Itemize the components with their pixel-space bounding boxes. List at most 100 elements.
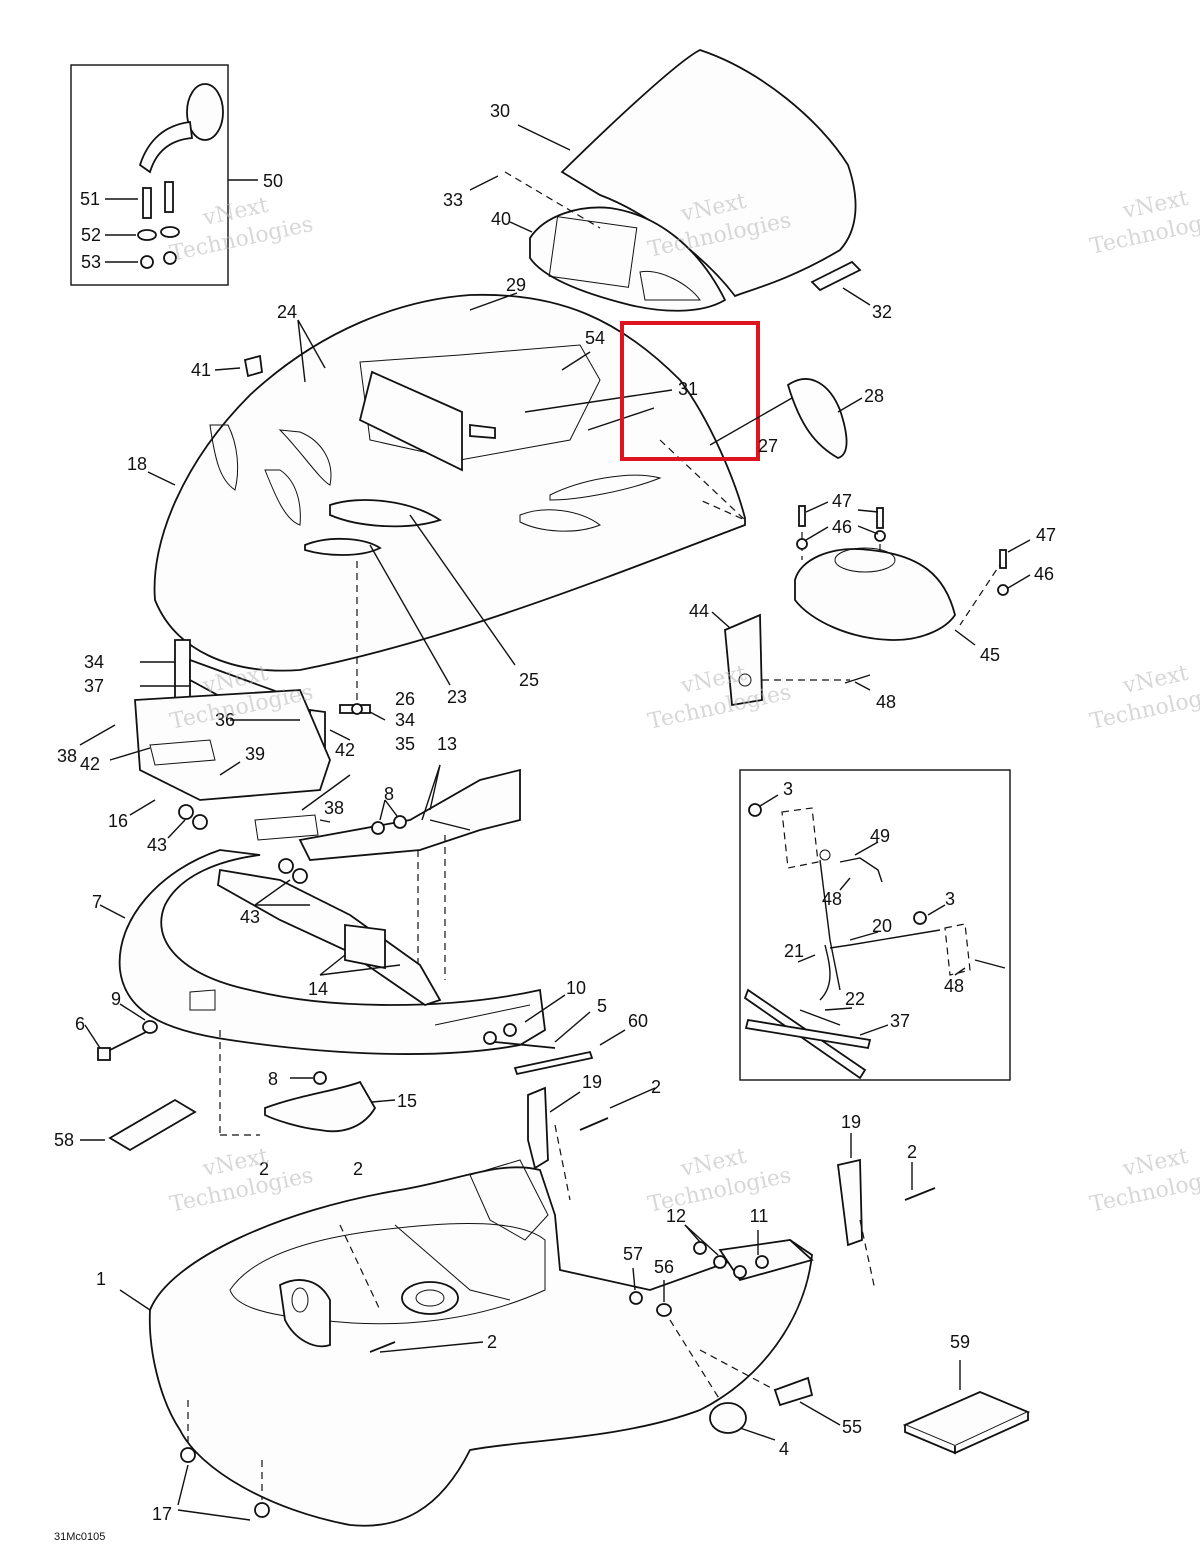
callout-40: 40	[491, 209, 511, 229]
callout-20: 20	[872, 916, 892, 936]
callout-10: 10	[566, 978, 586, 998]
callout-25: 25	[519, 670, 539, 690]
hood-leaders	[214, 292, 673, 700]
bottom-pan	[119, 1159, 813, 1527]
callout-54: 54	[585, 328, 605, 348]
callout-29: 29	[506, 275, 526, 295]
brackets-19	[527, 1086, 936, 1291]
callout-49: 49	[870, 826, 890, 846]
callout-37: 37	[890, 1011, 910, 1031]
callout-12: 12	[666, 1206, 686, 1226]
callout-47: 47	[832, 491, 852, 511]
bumper-hardware	[84, 994, 626, 1076]
callout-14: 14	[308, 979, 328, 999]
callout-3: 3	[783, 779, 793, 799]
callout-33: 33	[443, 190, 463, 210]
callout-9: 9	[111, 989, 121, 1009]
callout-26: 26	[395, 689, 415, 709]
callout-48: 48	[944, 976, 964, 996]
callout-21: 21	[784, 941, 804, 961]
callout-45: 45	[980, 645, 1000, 665]
hinge-assembly	[79, 639, 386, 841]
callout-38: 38	[57, 746, 77, 766]
callout-30: 30	[490, 101, 510, 121]
callout-2: 2	[651, 1077, 661, 1097]
callout-47: 47	[1036, 525, 1056, 545]
callout-42: 42	[80, 754, 100, 774]
callout-7: 7	[92, 892, 102, 912]
side-panel	[709, 378, 863, 459]
callout-46: 46	[832, 517, 852, 537]
highlight-box	[620, 321, 760, 461]
callout-43: 43	[240, 907, 260, 927]
callout-1: 1	[96, 1269, 106, 1289]
headlight-housing	[794, 501, 1031, 646]
windshield	[517, 49, 857, 298]
callout-35: 35	[395, 734, 415, 754]
callout-60: 60	[628, 1011, 648, 1031]
rear-hardware	[629, 1224, 841, 1441]
callout-56: 56	[654, 1257, 674, 1277]
callout-38: 38	[324, 798, 344, 818]
callout-50: 50	[263, 171, 283, 191]
bracket-15	[80, 1030, 396, 1152]
callout-18: 18	[127, 454, 147, 474]
cover-plate	[902, 1360, 1031, 1455]
console	[469, 171, 727, 312]
callout-27: 27	[758, 436, 778, 456]
callout-46: 46	[1034, 564, 1054, 584]
callout-59: 59	[950, 1332, 970, 1352]
callout-2: 2	[487, 1332, 497, 1352]
callout-24: 24	[277, 302, 297, 322]
callout-48: 48	[876, 692, 896, 712]
hood	[147, 293, 746, 672]
cable-inset	[739, 769, 1011, 1081]
callout-15: 15	[397, 1091, 417, 1111]
callout-39: 39	[245, 744, 265, 764]
skid-bar	[217, 858, 442, 1006]
mirror-inset	[70, 64, 258, 286]
callout-57: 57	[623, 1244, 643, 1264]
callout-4: 4	[779, 1439, 789, 1459]
callout-6: 6	[75, 1014, 85, 1034]
bracket-44	[711, 611, 871, 707]
callout-2: 2	[907, 1142, 917, 1162]
callout-3: 3	[945, 889, 955, 909]
callout-22: 22	[845, 989, 865, 1009]
callout-36: 36	[215, 710, 235, 730]
callout-51: 51	[80, 189, 100, 209]
callout-19: 19	[841, 1112, 861, 1132]
callout-37: 37	[84, 676, 104, 696]
callout-8: 8	[384, 784, 394, 804]
callout-23: 23	[447, 687, 467, 707]
callout-16: 16	[108, 811, 128, 831]
callout-53: 53	[81, 252, 101, 272]
callout-43: 43	[147, 835, 167, 855]
callout-34: 34	[395, 710, 415, 730]
callout-28: 28	[864, 386, 884, 406]
callout-5: 5	[597, 996, 607, 1016]
callout-48: 48	[822, 889, 842, 909]
callout-8: 8	[268, 1069, 278, 1089]
callout-32: 32	[872, 302, 892, 322]
nose-plate	[298, 764, 521, 1000]
latch-32	[810, 260, 871, 306]
diagram-code: 31Mc0105	[54, 1531, 105, 1543]
callout-17: 17	[152, 1504, 172, 1524]
callout-31: 31	[678, 379, 698, 399]
callout-58: 58	[54, 1130, 74, 1150]
callout-34: 34	[84, 652, 104, 672]
callout-41: 41	[191, 360, 211, 380]
callout-44: 44	[689, 601, 709, 621]
callout-13: 13	[437, 734, 457, 754]
